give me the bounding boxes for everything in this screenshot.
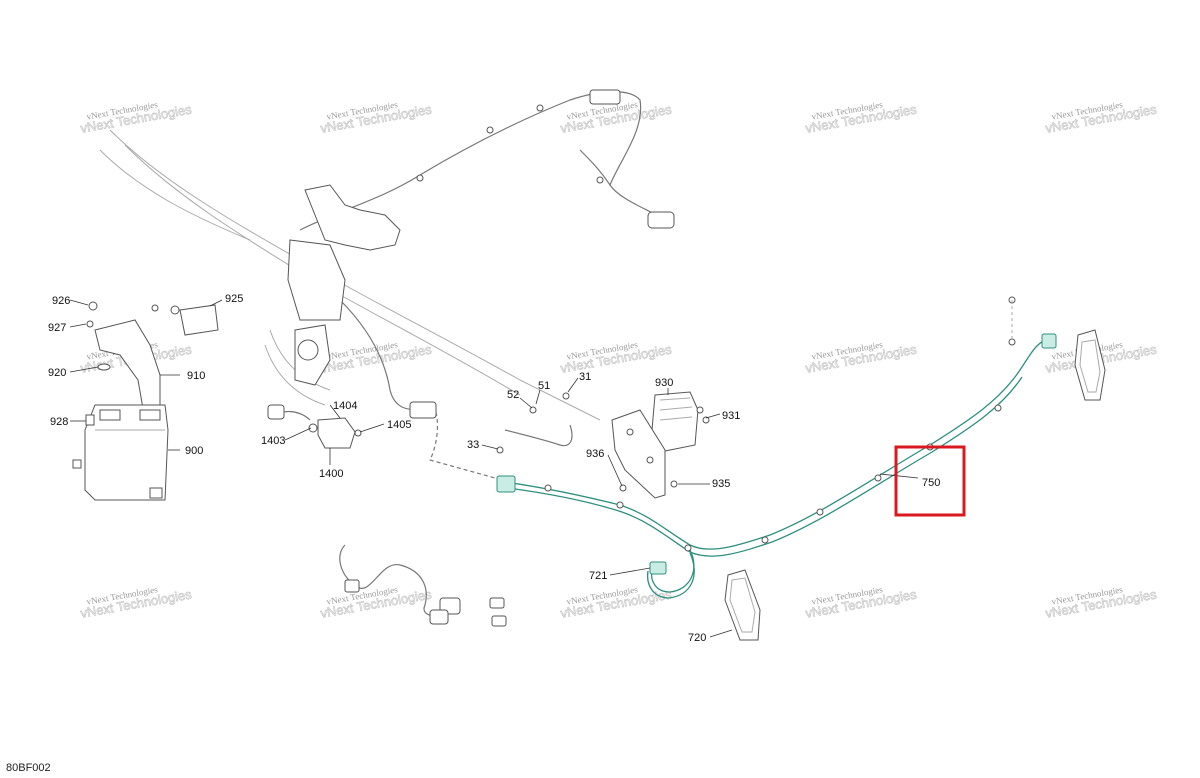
connector	[491, 615, 507, 627]
callout-1404: 1404	[333, 400, 357, 412]
harness-clip	[816, 508, 824, 516]
diagram-reference-code: 80BF002	[6, 762, 51, 774]
connector	[647, 211, 675, 229]
nut	[170, 305, 180, 315]
battery-clip	[149, 487, 163, 499]
washer	[86, 320, 94, 328]
mounting-bracket	[304, 184, 401, 251]
clip	[536, 104, 544, 112]
callout-920: 920	[48, 367, 66, 379]
screw	[496, 446, 504, 454]
screw	[670, 480, 678, 488]
callout-928: 928	[50, 416, 68, 428]
component-930-assembly	[496, 391, 710, 499]
harness-connector	[1041, 333, 1057, 349]
callout-927: 927	[48, 322, 66, 334]
component-1400	[317, 417, 356, 449]
clip	[85, 414, 95, 426]
callout-930: 930	[655, 377, 673, 389]
vehicle-frame-outline	[99, 129, 601, 421]
screw	[562, 392, 570, 400]
nut	[88, 301, 98, 311]
callout-1400: 1400	[319, 468, 343, 480]
clip	[486, 126, 494, 134]
battery	[84, 404, 169, 501]
callout-900: 900	[185, 445, 203, 457]
fastener	[354, 429, 362, 437]
harness-connector	[649, 561, 667, 575]
callout-52: 52	[507, 389, 519, 401]
callout-51: 51	[538, 380, 550, 392]
harness-clip	[1008, 338, 1016, 346]
connector	[267, 404, 285, 420]
connector	[429, 609, 449, 625]
connector	[589, 89, 621, 105]
screw	[702, 416, 710, 424]
screw	[696, 406, 704, 414]
hole	[626, 428, 634, 436]
rubber-pad	[97, 363, 111, 371]
harness-connector	[496, 475, 516, 493]
fastener	[308, 423, 318, 433]
clip	[416, 174, 424, 182]
callout-1405: 1405	[387, 419, 411, 431]
harness-clip	[874, 474, 882, 482]
harness-clip	[684, 544, 692, 552]
callout-935: 935	[712, 478, 730, 490]
component-1400-assembly	[267, 404, 362, 449]
callout-721: 721	[589, 570, 607, 582]
callout-33: 33	[467, 439, 479, 451]
battery-terminal	[139, 409, 161, 421]
grommet	[297, 339, 319, 361]
hole	[646, 456, 654, 464]
screw	[529, 406, 537, 414]
callout-936: 936	[586, 448, 604, 460]
battery-terminal	[99, 409, 121, 421]
callout-1403: 1403	[261, 435, 285, 447]
screw	[619, 484, 627, 492]
part-callouts: 926 925 927 920 910 928 900 1404 1403 14…	[48, 293, 940, 644]
connector	[409, 401, 437, 419]
harness-clip	[616, 501, 624, 509]
callout-926: 926	[52, 295, 70, 307]
highlight-box-750	[894, 445, 966, 517]
harness-clip	[761, 536, 769, 544]
harness-750	[496, 296, 1057, 599]
cover	[179, 304, 219, 336]
callout-31: 31	[579, 371, 591, 383]
connector	[344, 579, 360, 593]
auxiliary-harness	[339, 544, 507, 627]
leader-lines	[69, 299, 919, 638]
tail-light-left	[724, 569, 761, 641]
harness-clip	[544, 484, 552, 492]
clip	[596, 176, 604, 184]
callout-925: 925	[225, 293, 243, 305]
callout-931: 931	[722, 410, 740, 422]
tail-light-assembly	[724, 329, 1106, 641]
callout-750: 750	[922, 477, 940, 489]
main-wiring-harness	[287, 89, 675, 479]
clip	[72, 459, 82, 469]
battery-assembly	[72, 301, 219, 501]
callout-910: 910	[187, 370, 205, 382]
callout-720: 720	[688, 632, 706, 644]
module-bracket	[611, 409, 666, 499]
connector	[489, 597, 505, 609]
bolt	[151, 304, 159, 312]
harness-clip	[994, 404, 1002, 412]
fuse-box	[287, 239, 346, 321]
